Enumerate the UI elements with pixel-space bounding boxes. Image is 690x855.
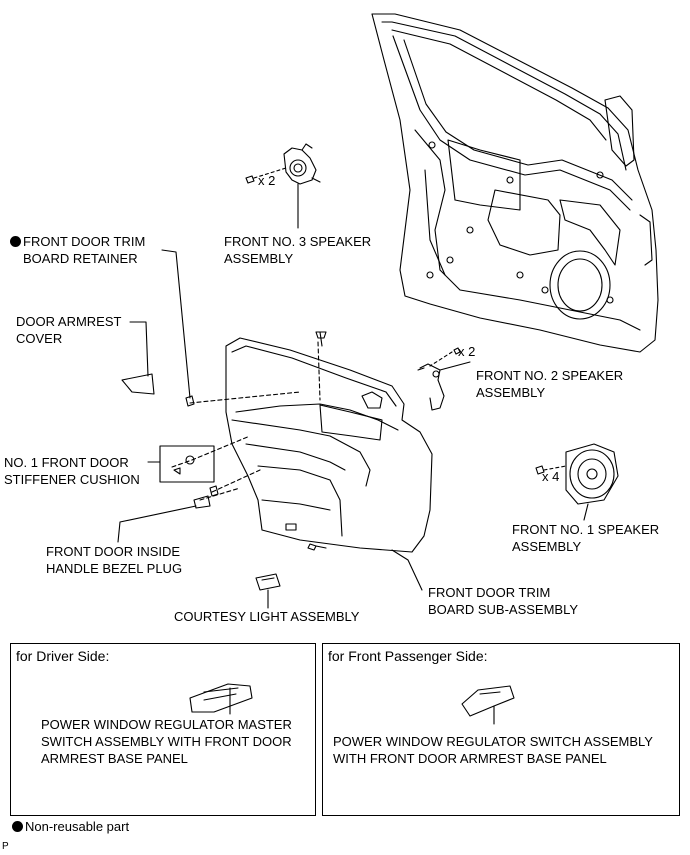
non-reusable-dot-icon xyxy=(10,236,21,247)
stiffener-cushion-drawing xyxy=(147,445,219,497)
front-no3-speaker-drawing xyxy=(245,143,321,229)
legend-text: Non-reusable part xyxy=(25,819,130,834)
passenger-side-header: for Front Passenger Side: xyxy=(328,648,488,664)
speaker2-screw-qty: x 2 xyxy=(458,344,476,359)
passenger-side-box: for Front Passenger Side: POWER WINDOW R… xyxy=(322,643,680,816)
door-trim-board-drawing xyxy=(225,331,433,591)
front-no2-speaker-drawing xyxy=(417,347,471,411)
passenger-switch-label: POWER WINDOW REGULATOR SWITCH ASSEMBLY W… xyxy=(333,734,653,766)
courtesy-light-label: COURTESY LIGHT ASSEMBLY xyxy=(174,609,360,624)
non-reusable-dot-icon xyxy=(12,821,23,832)
legend: Non-reusable part xyxy=(12,818,129,835)
front-door-trim-board-retainer-label: FRONT DOOR TRIM BOARD RETAINER xyxy=(10,233,145,267)
assembly-dashed-lines xyxy=(171,341,321,501)
bezel-plug-drawing xyxy=(117,495,211,543)
passenger-switch-drawing xyxy=(461,685,515,725)
speaker1-screw-qty: x 4 xyxy=(542,469,560,484)
courtesy-light-drawing xyxy=(255,573,281,609)
driver-side-header: for Driver Side: xyxy=(16,648,110,664)
front-no1-speaker-drawing xyxy=(535,443,619,521)
master-switch-label: POWER WINDOW REGULATOR MASTER SWITCH ASS… xyxy=(41,717,292,766)
armrest-cover-drawing xyxy=(121,321,155,395)
retainer-drawing xyxy=(161,249,195,407)
door-frame-drawing xyxy=(371,13,659,353)
speaker3-screw-qty: x 2 xyxy=(258,173,276,188)
master-switch-drawing xyxy=(189,683,253,715)
driver-side-box: for Driver Side: POWER WINDOW REGULATOR … xyxy=(10,643,316,816)
corner-mark: P xyxy=(2,841,9,852)
